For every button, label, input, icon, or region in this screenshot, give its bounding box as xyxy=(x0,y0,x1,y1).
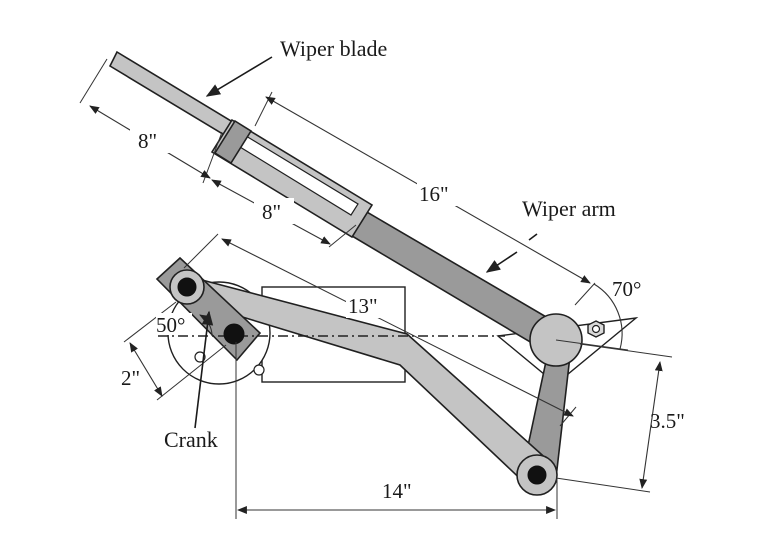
dim-line-crank xyxy=(129,342,163,397)
dim-label-blade-inner: 8" xyxy=(262,200,281,224)
label-crank: Crank xyxy=(164,427,218,452)
dim-label-arm: 16" xyxy=(419,182,449,206)
blade-clamp xyxy=(213,119,253,165)
dim-label-crank: 2" xyxy=(121,366,140,390)
dim-label-blade-outer: 8" xyxy=(138,129,157,153)
dim-label-vertical: 3.5" xyxy=(650,409,685,433)
leader-wiper-arm xyxy=(528,233,538,241)
flange-bolt-hole xyxy=(253,364,265,376)
angle-arc-arm xyxy=(593,283,623,350)
label-wiper-arm: Wiper arm xyxy=(522,196,616,221)
leader-wiper-blade xyxy=(205,56,273,97)
angle-label-arm: 70° xyxy=(612,277,641,301)
motor-shaft xyxy=(223,323,245,345)
leader-crank xyxy=(194,310,214,429)
crank-pin xyxy=(177,277,197,297)
dim-line-vertical xyxy=(639,361,663,489)
leader-wiper-arm-arrow xyxy=(485,251,518,273)
lower-pivot-pin xyxy=(527,465,547,485)
angle-label-crank: 50° xyxy=(156,313,185,337)
bracket-nut-hole xyxy=(591,324,601,334)
label-wiper-blade: Wiper blade xyxy=(280,36,387,61)
dim-label-horizontal: 14" xyxy=(382,479,412,503)
dim-line-coupler xyxy=(221,238,574,417)
dim-label-coupler: 13" xyxy=(348,294,378,318)
